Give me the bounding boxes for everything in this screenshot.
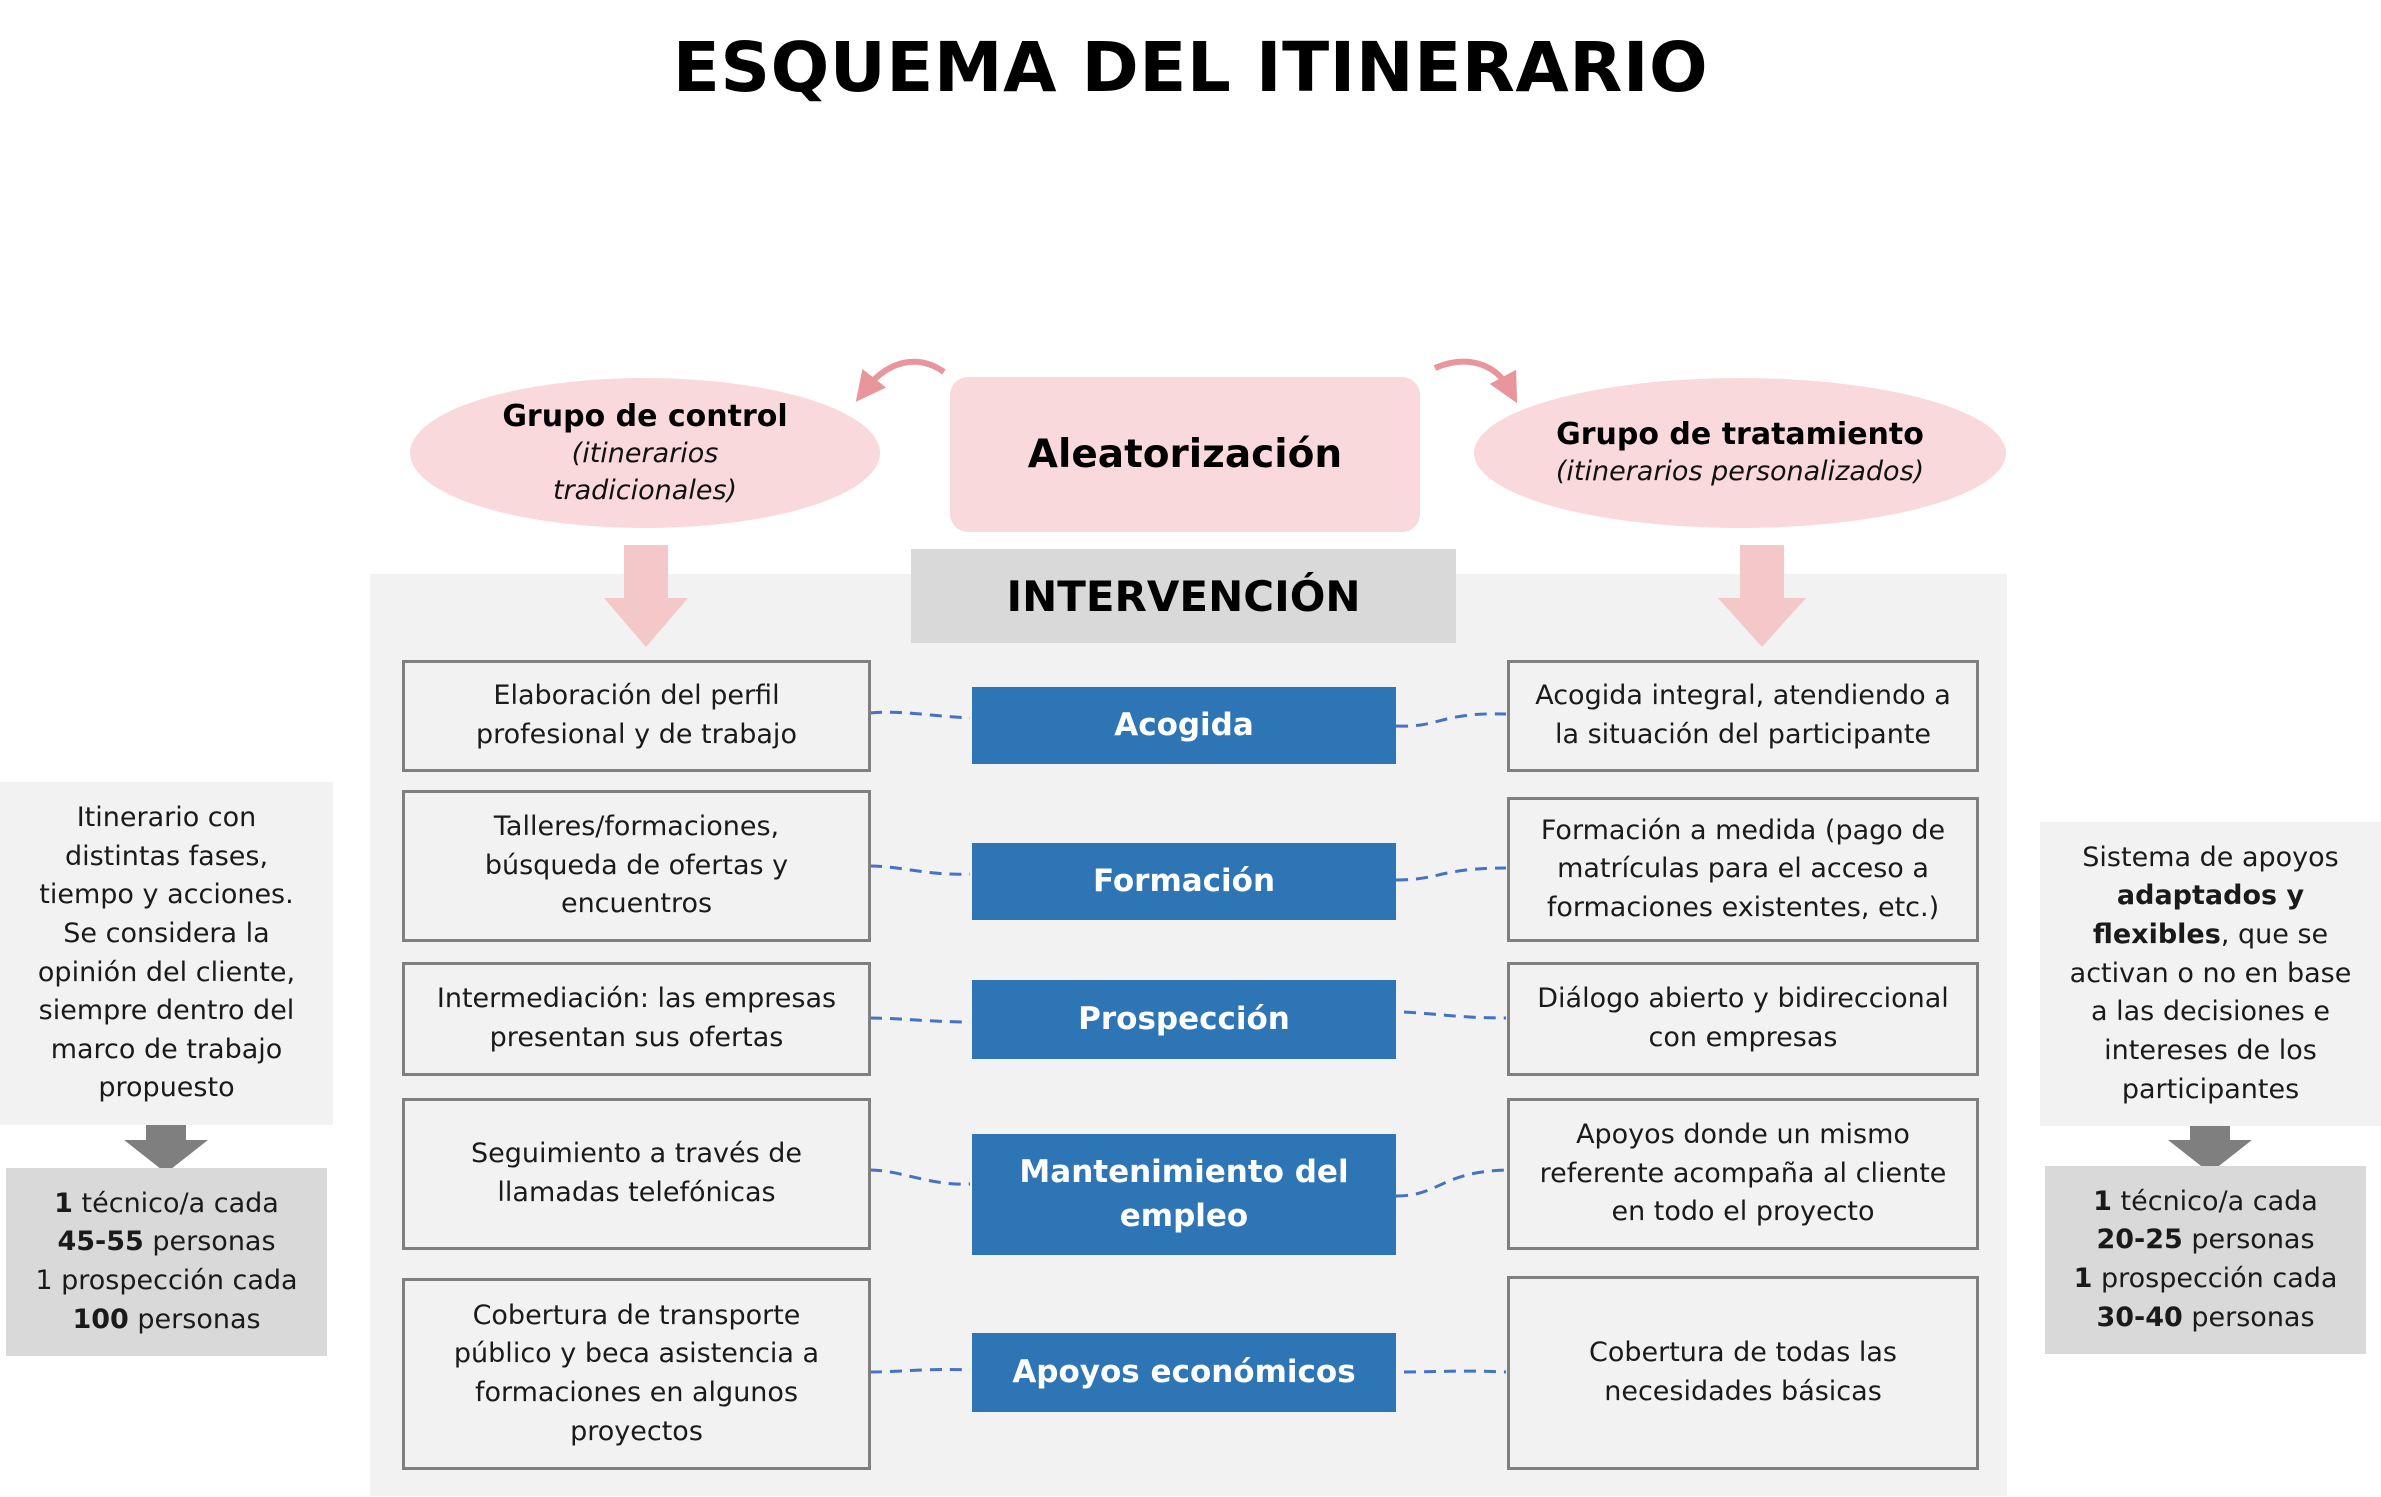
curved-arrow-right xyxy=(1433,358,1518,404)
control-box-acogida: Elaboración del perfil profesional y de … xyxy=(402,660,871,772)
control-group-subtitle-2: tradicionales) xyxy=(552,474,738,506)
control-box-formacion: Talleres/formaciones, búsqueda de oferta… xyxy=(402,790,871,942)
control-box-apoyos: Cobertura de transporte público y beca a… xyxy=(402,1278,871,1470)
phase-formacion: Formación xyxy=(972,843,1396,920)
control-group-subtitle-1: (itinerarios xyxy=(571,438,719,470)
control-group-ellipse: Grupo de control (itinerarios tradiciona… xyxy=(410,378,880,528)
left-note: Itinerario con distintas fases, tiempo y… xyxy=(0,782,333,1125)
treatment-group-ellipse: Grupo de tratamiento (itinerarios person… xyxy=(1474,378,2006,528)
phase-prospeccion: Prospección xyxy=(972,980,1396,1059)
stat-arrow-left xyxy=(124,1115,208,1173)
phase-acogida: Acogida xyxy=(972,687,1396,764)
curved-arrow-left xyxy=(855,358,946,402)
page-title: ESQUEMA DEL ITINERARIO xyxy=(672,28,1709,108)
treatment-box-mantenimiento: Apoyos donde un mismo referente acompaña… xyxy=(1507,1098,1979,1250)
treatment-box-formacion: Formación a medida (pago de matrículas p… xyxy=(1507,797,1979,942)
intervention-header: INTERVENCIÓN xyxy=(911,549,1456,643)
down-arrow-control xyxy=(604,545,688,647)
left-stat-box: 1 técnico/a cada 45-55 personas 1 prospe… xyxy=(6,1168,327,1356)
stat-arrow-right xyxy=(2168,1115,2252,1173)
treatment-group-subtitle: (itinerarios personalizados) xyxy=(1555,456,1925,488)
control-box-prospeccion: Intermediación: las empresas presentan s… xyxy=(402,962,871,1076)
treatment-box-apoyos: Cobertura de todas las necesidades básic… xyxy=(1507,1276,1979,1470)
control-group-title: Grupo de control xyxy=(502,399,788,435)
phase-mantenimiento: Mantenimiento del empleo xyxy=(972,1134,1396,1255)
control-box-mantenimiento: Seguimiento a través de llamadas telefón… xyxy=(402,1098,871,1250)
right-stat-box: 1 técnico/a cada 20-25 personas 1 prospe… xyxy=(2045,1166,2366,1354)
phase-apoyos-economicos: Apoyos económicos xyxy=(972,1333,1396,1412)
down-arrow-treatment xyxy=(1718,545,1806,647)
treatment-box-prospeccion: Diálogo abierto y bidireccional con empr… xyxy=(1507,962,1979,1076)
treatment-box-acogida: Acogida integral, atendiendo a la situac… xyxy=(1507,660,1979,772)
treatment-group-title: Grupo de tratamiento xyxy=(1556,417,1924,453)
right-note: Sistema de apoyos adaptados y flexibles,… xyxy=(2040,822,2381,1126)
randomization-box: Aleatorización xyxy=(950,377,1420,532)
